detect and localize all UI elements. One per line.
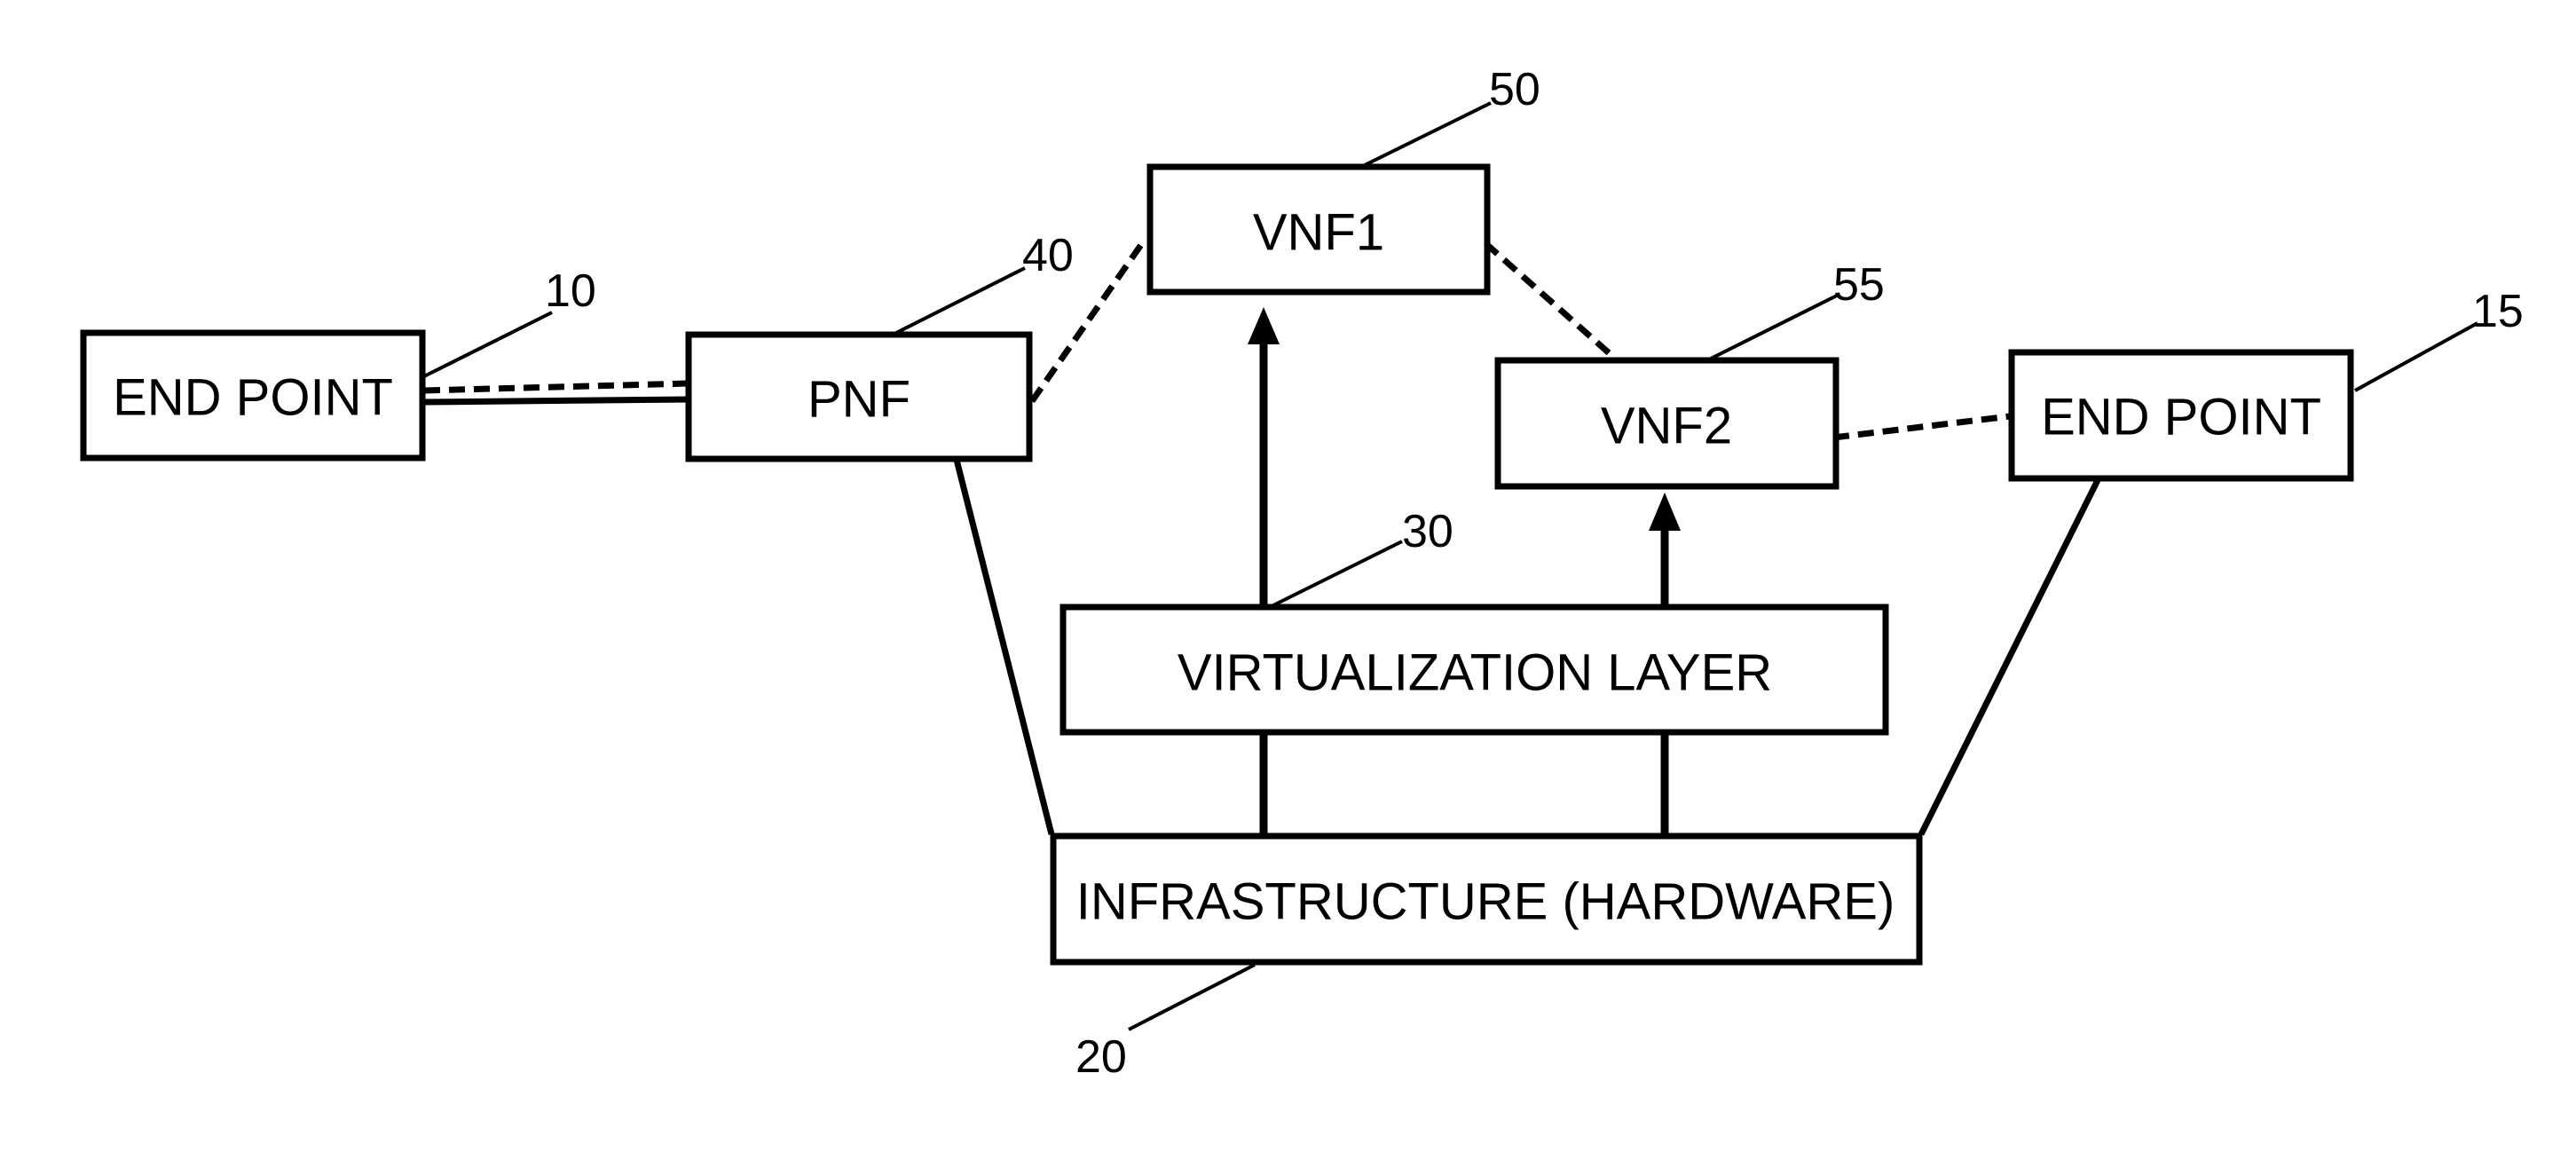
vnf2-label: VNF2	[1601, 398, 1732, 455]
arrow-virtualization-vnf2-head	[1649, 493, 1681, 531]
leader-10	[424, 312, 552, 376]
connection-vnf1-vnf2	[1485, 243, 1613, 357]
vnf1-box: VNF1	[1150, 167, 1487, 292]
ref-40: 40	[1022, 230, 1074, 281]
leader-20	[1129, 965, 1255, 1030]
vnf2-box: VNF2	[1498, 360, 1836, 486]
ref-10: 10	[545, 265, 596, 317]
virtualization-layer-label: VIRTUALIZATION LAYER	[1178, 644, 1772, 702]
endpoint-left-box: END POINT	[83, 333, 422, 458]
ref-30: 30	[1402, 506, 1453, 557]
pnf-label: PNF	[807, 371, 910, 429]
pnf-box: PNF	[689, 335, 1029, 459]
leader-15	[2355, 323, 2478, 391]
leader-50	[1365, 103, 1491, 165]
ref-20: 20	[1075, 1031, 1127, 1083]
leader-55	[1711, 295, 1839, 359]
ref-15: 15	[2472, 286, 2524, 337]
endpoint-right-box: END POINT	[2012, 352, 2351, 478]
infrastructure-label: INFRASTRUCTURE (HARDWARE)	[1076, 873, 1895, 931]
vnf1-label: VNF1	[1253, 204, 1384, 262]
infrastructure-box: INFRASTRUCTURE (HARDWARE)	[1053, 836, 1919, 962]
leader-40	[896, 268, 1025, 333]
ref-50: 50	[1489, 64, 1540, 115]
ref-55: 55	[1833, 259, 1885, 311]
connection-pnf-infrastructure	[957, 460, 1052, 834]
connections	[424, 240, 2098, 834]
connection-vnf2-endpoint-right	[1833, 416, 2010, 438]
virtualization-layer-box: VIRTUALIZATION LAYER	[1063, 607, 1886, 732]
endpoint-right-label: END POINT	[2041, 389, 2321, 446]
connection-endpoint-left-pnf-solid	[424, 399, 690, 402]
endpoint-left-label: END POINT	[113, 369, 393, 427]
arrow-virtualization-vnf1-head	[1248, 307, 1280, 344]
connection-endpoint-right-infrastructure	[1921, 480, 2098, 834]
leader-30	[1273, 541, 1402, 605]
connection-endpoint-left-pnf-dashed	[424, 383, 690, 391]
